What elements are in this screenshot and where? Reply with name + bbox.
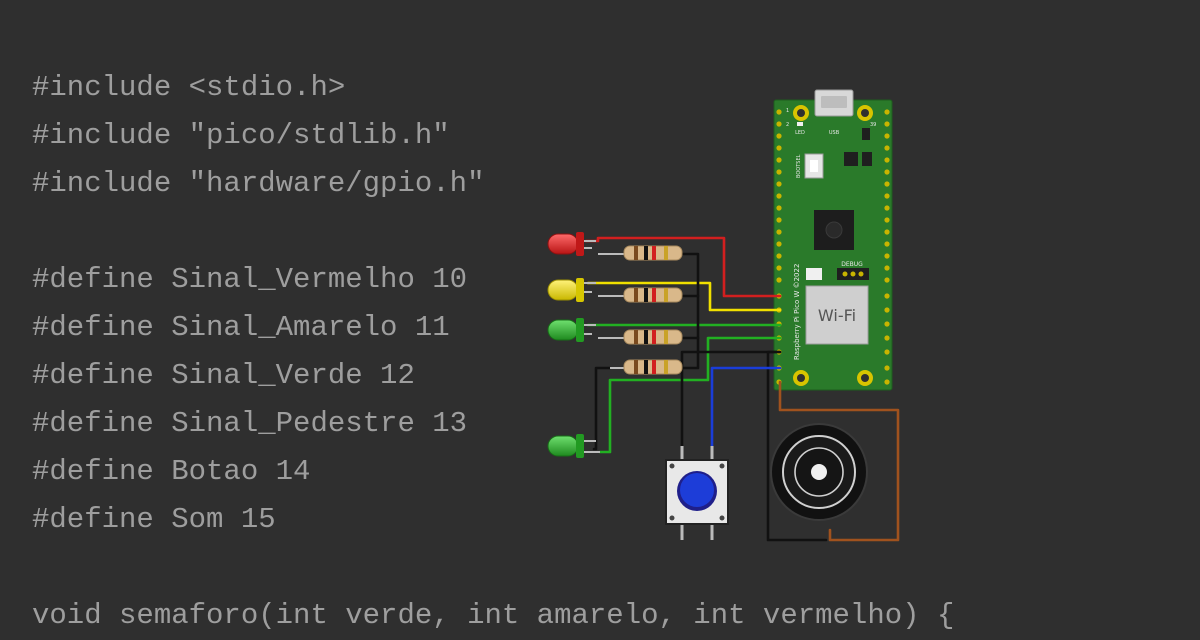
led-label: LED <box>795 130 805 136</box>
code-line-include-stdlib: #include "pico/stdlib.h" <box>32 119 450 152</box>
code-line-define-botao: #define Botao 14 <box>32 455 311 488</box>
wire-black-buzzer[interactable] <box>766 350 828 542</box>
usb-label: USB <box>829 130 840 136</box>
led-yellow[interactable] <box>547 278 596 302</box>
mounting-holes <box>793 105 873 386</box>
led-red[interactable] <box>547 232 596 256</box>
code-line-define-verde: #define Sinal_Verde 12 <box>32 359 415 392</box>
white-component <box>806 268 822 280</box>
chip-small-2 <box>844 152 858 166</box>
wire-black-resistor-bus[interactable] <box>678 252 700 370</box>
onboard-led <box>797 122 803 126</box>
wifi-module <box>805 285 869 345</box>
resistor-4[interactable] <box>610 359 683 375</box>
wifi-label: Wi-Fi <box>818 306 856 325</box>
code-line-semaforo-signature: void semaforo(int verde, int amarelo, in… <box>32 599 955 632</box>
pin39-label: 39 <box>870 122 876 128</box>
led-green-pedestrian[interactable] <box>547 434 600 458</box>
code-line-define-amarelo: #define Sinal_Amarelo 11 <box>32 311 450 344</box>
wire-blue[interactable] <box>710 366 782 448</box>
bootsel-label: BOOTSEL <box>796 154 802 178</box>
code-line-include-gpio: #include "hardware/gpio.h" <box>32 167 485 200</box>
resistor-2[interactable] <box>598 287 683 303</box>
wire-red[interactable] <box>584 236 782 298</box>
code-line-define-pedestre: #define Sinal_Pedestre 13 <box>32 407 468 440</box>
right-header-pins <box>884 109 890 385</box>
code-editor: #include <stdio.h> #include "pico/stdlib.… <box>32 64 954 640</box>
wire-yellow[interactable] <box>586 281 782 312</box>
led-green[interactable] <box>547 318 596 342</box>
push-button[interactable] <box>665 446 729 540</box>
code-line-define-som: #define Som 15 <box>32 503 276 536</box>
debug-label: DEBUG <box>841 261 863 268</box>
bootsel-cap <box>810 160 818 172</box>
resistor-1[interactable] <box>598 245 683 261</box>
chip-small-1 <box>862 128 870 140</box>
code-line-define-vermelho: #define Sinal_Vermelho 10 <box>32 263 468 296</box>
board-model-label: Raspberry Pi Pico W ©2022 <box>793 264 801 360</box>
raspberry-logo-icon <box>825 221 843 239</box>
pin1-label: 1 <box>786 108 789 114</box>
pico-w-board[interactable]: USB LED 1 2 39 BOOTSEL DEBUG Wi-Fi Raspb… <box>773 89 893 391</box>
wire-green-pedestrian[interactable] <box>598 336 782 454</box>
wire-black-led-ground[interactable] <box>592 366 612 451</box>
pin2-label: 2 <box>786 122 789 128</box>
chip-small-3 <box>862 152 872 166</box>
resistor-3[interactable] <box>598 329 683 345</box>
code-line-include-stdio: #include <stdio.h> <box>32 71 346 104</box>
wire-brown[interactable] <box>778 380 900 542</box>
usb-port-inner <box>821 96 847 108</box>
buzzer[interactable] <box>770 423 868 521</box>
wire-black-button[interactable] <box>680 350 782 448</box>
